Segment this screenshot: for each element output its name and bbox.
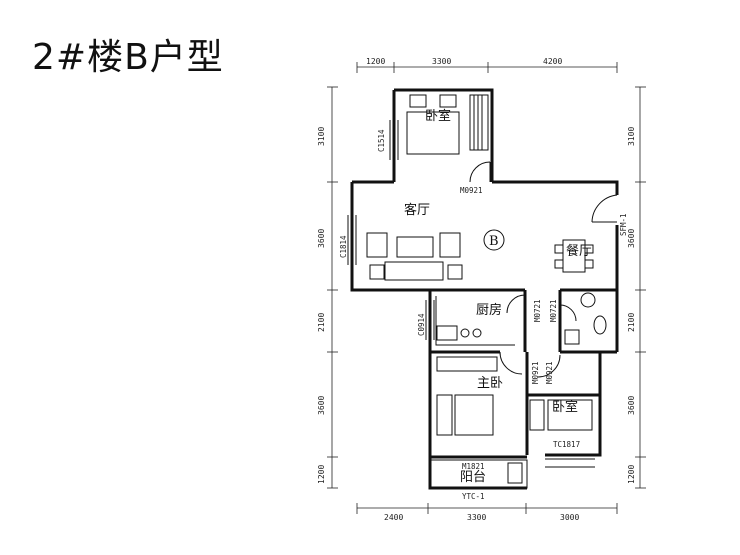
code-c0914: C0914 xyxy=(417,313,426,336)
dim-top-2: 3300 xyxy=(432,57,451,66)
code-c1814: C1814 xyxy=(339,235,348,258)
dim-left-2: 3600 xyxy=(317,229,326,248)
page-title: 2#楼B户型 xyxy=(32,37,224,78)
dim-left-1: 3100 xyxy=(317,127,326,146)
code-m1821: M1821 xyxy=(462,462,485,471)
dim-right-4: 3600 xyxy=(627,396,636,415)
dim-left-4: 3600 xyxy=(317,396,326,415)
code-m0921-top: M0921 xyxy=(460,186,483,195)
dim-right-3: 2100 xyxy=(627,313,636,332)
code-ytc: YTC-1 xyxy=(462,492,485,501)
code-m0721-a: M0721 xyxy=(533,299,542,322)
room-bedroom-top: 卧室 xyxy=(425,108,451,124)
dim-top-3: 4200 xyxy=(543,57,562,66)
code-m0721-b: M0721 xyxy=(549,299,558,322)
room-dining: 餐厅 xyxy=(566,243,592,259)
dim-left-5: 1200 xyxy=(317,465,326,484)
room-balcony: 阳台 xyxy=(460,470,486,485)
dim-right-1: 3100 xyxy=(627,127,636,146)
room-living: 客厅 xyxy=(404,202,430,218)
dim-bottom-3: 3000 xyxy=(560,513,579,522)
unit-marker-circle xyxy=(483,229,505,251)
room-kitchen: 厨房 xyxy=(476,302,502,318)
code-m0921-b: M0921 xyxy=(545,361,554,384)
dim-top-1: 1200 xyxy=(366,57,385,66)
code-c1514: C1514 xyxy=(377,129,386,152)
code-tc1817: TC1817 xyxy=(553,440,580,449)
dim-left-3: 2100 xyxy=(317,313,326,332)
room-bedroom2: 卧室 xyxy=(552,399,578,415)
dim-right-5: 1200 xyxy=(627,465,636,484)
code-m0921-a: M0921 xyxy=(531,361,540,384)
dim-bottom-2: 3300 xyxy=(467,513,486,522)
dim-right-2: 3600 xyxy=(627,229,636,248)
code-sfm: SFM-1 xyxy=(619,213,628,236)
unit-mark: B xyxy=(489,234,499,249)
dim-bottom-1: 2400 xyxy=(384,513,403,522)
room-master: 主卧 xyxy=(477,376,503,391)
